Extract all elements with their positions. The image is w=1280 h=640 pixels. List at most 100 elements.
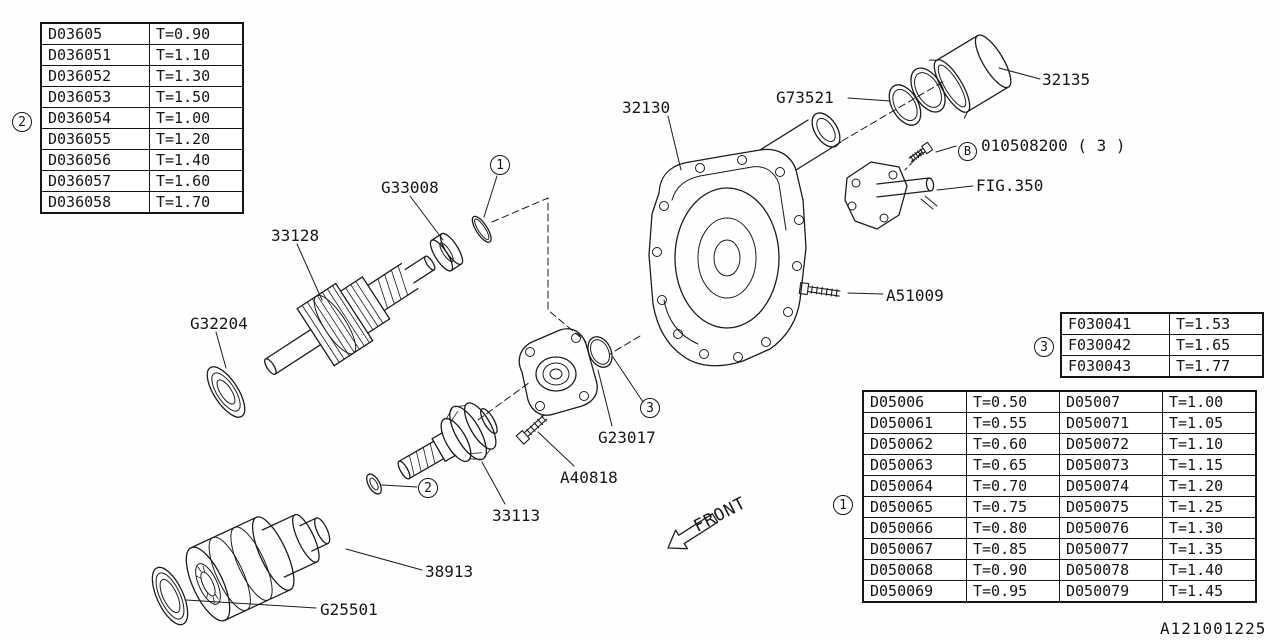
part-number-cell: D050061 — [862, 412, 967, 434]
thickness-cell: T=1.00 — [1162, 390, 1257, 413]
callout-a40818: A40818 — [560, 468, 618, 487]
callout-badge-1: 1 — [490, 155, 510, 175]
table-row: D036058 T=1.70 — [40, 191, 244, 214]
part-number-cell: D036057 — [40, 170, 150, 192]
part-number-cell: D050077 — [1059, 538, 1163, 560]
table1-badge: 1 — [833, 495, 853, 515]
case-32130-drawing — [648, 112, 842, 367]
part-number-cell: D050068 — [862, 559, 967, 581]
part-number-cell: D036054 — [40, 107, 150, 129]
thickness-cell: T=1.30 — [149, 65, 244, 87]
thickness-cell: T=0.55 — [966, 412, 1060, 434]
mainshaft-33128-drawing — [264, 215, 492, 375]
part-number-cell: D036056 — [40, 149, 150, 171]
table-row: D050063 T=0.65 D050073 T=1.15 — [862, 454, 1257, 476]
part-number-cell: F030042 — [1060, 334, 1170, 356]
thickness-cell: T=0.70 — [966, 475, 1060, 497]
part-number-cell: D03605 — [40, 22, 150, 45]
callout-33128: 33128 — [271, 226, 320, 245]
part-number-cell: D036052 — [40, 65, 150, 87]
callout-g23017: G23017 — [598, 428, 656, 447]
bearing-g33008-drawing — [429, 232, 464, 272]
callout-badge-3: 3 — [640, 398, 660, 418]
bolt-b-drawing — [908, 141, 934, 162]
thickness-cell: T=1.40 — [1162, 559, 1257, 581]
table-row: D050066 T=0.80 D050076 T=1.30 — [862, 517, 1257, 539]
table-row: D050069 T=0.95 D050079 T=1.45 — [862, 580, 1257, 603]
thickness-cell: T=0.50 — [966, 390, 1060, 413]
thickness-cell: T=1.45 — [1162, 580, 1257, 603]
assembly-axis-lines — [477, 79, 947, 421]
thickness-cell: T=1.53 — [1169, 312, 1264, 335]
part-number-cell: D050073 — [1059, 454, 1163, 476]
thickness-cell: T=0.90 — [149, 22, 244, 45]
thickness-cell: T=1.10 — [149, 44, 244, 66]
thickness-table-3: F030041 T=1.53 F030042 T=1.65 F030043 T=… — [1060, 312, 1264, 378]
cover-plate-drawing — [518, 328, 598, 416]
thickness-cell: T=1.05 — [1162, 412, 1257, 434]
badge-b: B — [958, 141, 977, 161]
part-number-cell: D050064 — [862, 475, 967, 497]
thickness-cell: T=0.85 — [966, 538, 1060, 560]
part-number-cell: D050063 — [862, 454, 967, 476]
leader-lines — [185, 67, 1041, 609]
thickness-cell: T=1.20 — [149, 128, 244, 150]
thickness-cell: T=1.15 — [1162, 454, 1257, 476]
diagram-id: A121001225 — [1160, 619, 1267, 638]
callout-g32204: G32204 — [190, 314, 248, 333]
table-row: D036056 T=1.40 — [40, 149, 244, 171]
bolt-b-number: 010508200 — [981, 136, 1068, 155]
table-row: D050064 T=0.70 D050074 T=1.20 — [862, 475, 1257, 497]
table-row: D03605 T=0.90 — [40, 22, 244, 45]
part-number-cell: D050066 — [862, 517, 967, 539]
bolt-a40818-drawing — [515, 414, 548, 445]
table3-badge: 3 — [1034, 337, 1054, 357]
thickness-cell: T=1.20 — [1162, 475, 1257, 497]
part-number-cell: D05006 — [862, 390, 967, 413]
front-arrow — [667, 513, 719, 550]
bolt-b-qty: ( 3 ) — [1077, 136, 1126, 155]
pinion-33113-drawing — [397, 402, 498, 480]
thickness-table-2: D03605 T=0.90 D036051 T=1.10 D036052 T=1… — [40, 22, 244, 214]
thickness-cell: T=1.77 — [1169, 355, 1264, 378]
part-number-cell: D036053 — [40, 86, 150, 108]
oring-g23017-drawing — [587, 336, 613, 368]
callout-g25501: G25501 — [320, 600, 378, 619]
table-row: D036053 T=1.50 — [40, 86, 244, 108]
thickness-cell: T=1.70 — [149, 191, 244, 214]
thickness-cell: T=1.35 — [1162, 538, 1257, 560]
thickness-cell: T=1.30 — [1162, 517, 1257, 539]
table-row: D050065 T=0.75 D050075 T=1.25 — [862, 496, 1257, 518]
washer-drawing — [366, 473, 382, 495]
part-number-cell: D050079 — [1059, 580, 1163, 603]
thickness-cell: T=1.25 — [1162, 496, 1257, 518]
callout-33113: 33113 — [492, 506, 541, 525]
thickness-cell: T=1.60 — [149, 170, 244, 192]
thickness-cell: T=0.75 — [966, 496, 1060, 518]
driveshaft-38913-drawing — [185, 513, 331, 622]
callout-38913: 38913 — [425, 562, 474, 581]
seal-g25501-drawing — [151, 566, 189, 626]
part-number-cell: D050075 — [1059, 496, 1163, 518]
thickness-cell: T=0.80 — [966, 517, 1060, 539]
thickness-cell: T=1.65 — [1169, 334, 1264, 356]
thickness-cell: T=1.40 — [149, 149, 244, 171]
thickness-table-1: D05006 T=0.50 D05007 T=1.00 D050061 T=0.… — [862, 390, 1257, 603]
thickness-cell: T=0.65 — [966, 454, 1060, 476]
part-number-cell: D050071 — [1059, 412, 1163, 434]
table-row: D036052 T=1.30 — [40, 65, 244, 87]
table-row: D050067 T=0.85 D050077 T=1.35 — [862, 538, 1257, 560]
sleeve-32135-drawing — [928, 34, 1012, 119]
table-row: F030042 T=1.65 — [1060, 334, 1264, 356]
part-number-cell: D050062 — [862, 433, 967, 455]
table-row: D036055 T=1.20 — [40, 128, 244, 150]
part-number-cell: F030043 — [1060, 355, 1170, 378]
part-number-cell: D036055 — [40, 128, 150, 150]
thickness-cell: T=0.60 — [966, 433, 1060, 455]
callout-fig350: FIG.350 — [976, 176, 1044, 195]
part-number-cell: D050069 — [862, 580, 967, 603]
part-number-cell: D036058 — [40, 191, 150, 214]
callout-badge-2: 2 — [418, 478, 438, 498]
